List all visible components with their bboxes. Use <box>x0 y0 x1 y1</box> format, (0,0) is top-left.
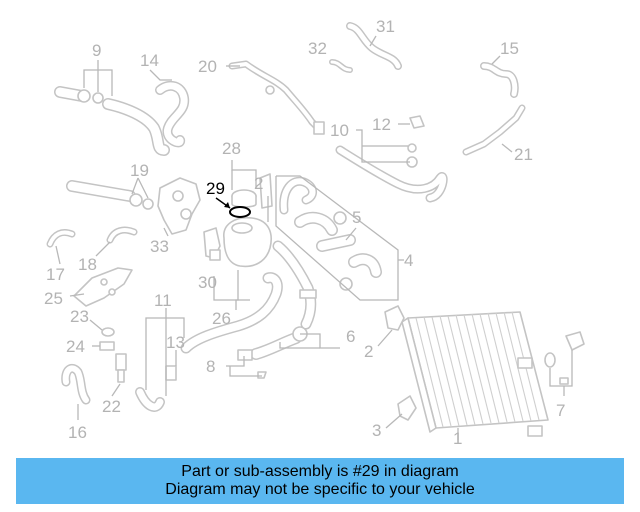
bypass-hose-part <box>346 22 402 70</box>
banner-line-disclaimer: Diagram may not be specific to your vehi… <box>165 481 475 498</box>
sensor-bracket-part <box>259 173 273 209</box>
callout-8: 8 <box>206 357 215 376</box>
callout-17: 17 <box>46 265 65 284</box>
callout-25: 25 <box>44 289 63 308</box>
radiator-hose-main-part <box>180 240 317 354</box>
callout-2-right: 2 <box>364 342 373 361</box>
cooling-system-exploded-diagram: 1 2 2 3 4 5 6 7 8 9 10 11 12 13 14 15 16… <box>44 17 585 448</box>
lower-bracket-part <box>397 395 417 421</box>
temperature-sensor-part <box>115 353 127 383</box>
seal-23-part <box>101 327 115 337</box>
callout-20: 20 <box>198 57 217 76</box>
breather-pipe-part <box>462 62 526 156</box>
banner-line-part-number: Part or sub-assembly is #29 in diagram <box>181 463 459 480</box>
coolant-pipe-part <box>66 180 154 210</box>
callout-29-highlighted: 29 <box>206 179 225 198</box>
clip-24-part <box>99 341 115 351</box>
callout-16: 16 <box>68 423 87 442</box>
radiator-outlet-part <box>544 331 585 385</box>
cap-seal-ring-highlighted <box>215 197 251 218</box>
callout-26: 26 <box>212 309 231 328</box>
callout-30: 30 <box>198 273 217 292</box>
callout-28: 28 <box>222 139 241 158</box>
callout-3: 3 <box>372 421 381 440</box>
callout-15: 15 <box>500 39 519 58</box>
lower-hose-part <box>237 326 308 379</box>
callout-21: 21 <box>514 145 533 164</box>
callout-23: 23 <box>70 307 89 326</box>
callout-31: 31 <box>376 17 395 36</box>
callout-11: 11 <box>154 291 172 310</box>
return-pipe-part <box>228 60 325 135</box>
heater-hose-assembly-part <box>335 115 448 203</box>
callout-1: 1 <box>453 429 462 448</box>
callout-14: 14 <box>140 51 159 70</box>
coolant-hose-group-part <box>279 176 382 291</box>
callout-9: 9 <box>92 41 101 60</box>
callout-18: 18 <box>78 255 97 274</box>
heater-hose-part <box>155 80 190 148</box>
callout-33: 33 <box>150 237 169 256</box>
callout-10: 10 <box>330 121 349 140</box>
callout-12: 12 <box>372 115 391 134</box>
callout-4: 4 <box>404 251 413 270</box>
upper-connector-part <box>54 86 170 156</box>
radiator-bracket-part <box>384 305 405 331</box>
callout-5: 5 <box>352 208 361 227</box>
callout-2-upper: 2 <box>254 174 263 193</box>
info-banner: Part or sub-assembly is #29 in diagram D… <box>16 458 624 504</box>
callout-24: 24 <box>66 337 85 356</box>
mounting-plate-part <box>73 267 133 307</box>
drain-hose-part <box>61 363 91 405</box>
expansion-tank-part <box>203 216 272 268</box>
callout-13: 13 <box>166 333 185 352</box>
callout-7: 7 <box>556 401 565 420</box>
callout-6: 6 <box>346 327 355 346</box>
callout-22: 22 <box>102 397 121 416</box>
callout-32: 32 <box>308 39 327 58</box>
radiator-part <box>401 311 549 437</box>
callout-19: 19 <box>130 161 149 180</box>
thermostat-housing-part <box>157 177 201 235</box>
reservoir-cap-part <box>231 189 257 208</box>
